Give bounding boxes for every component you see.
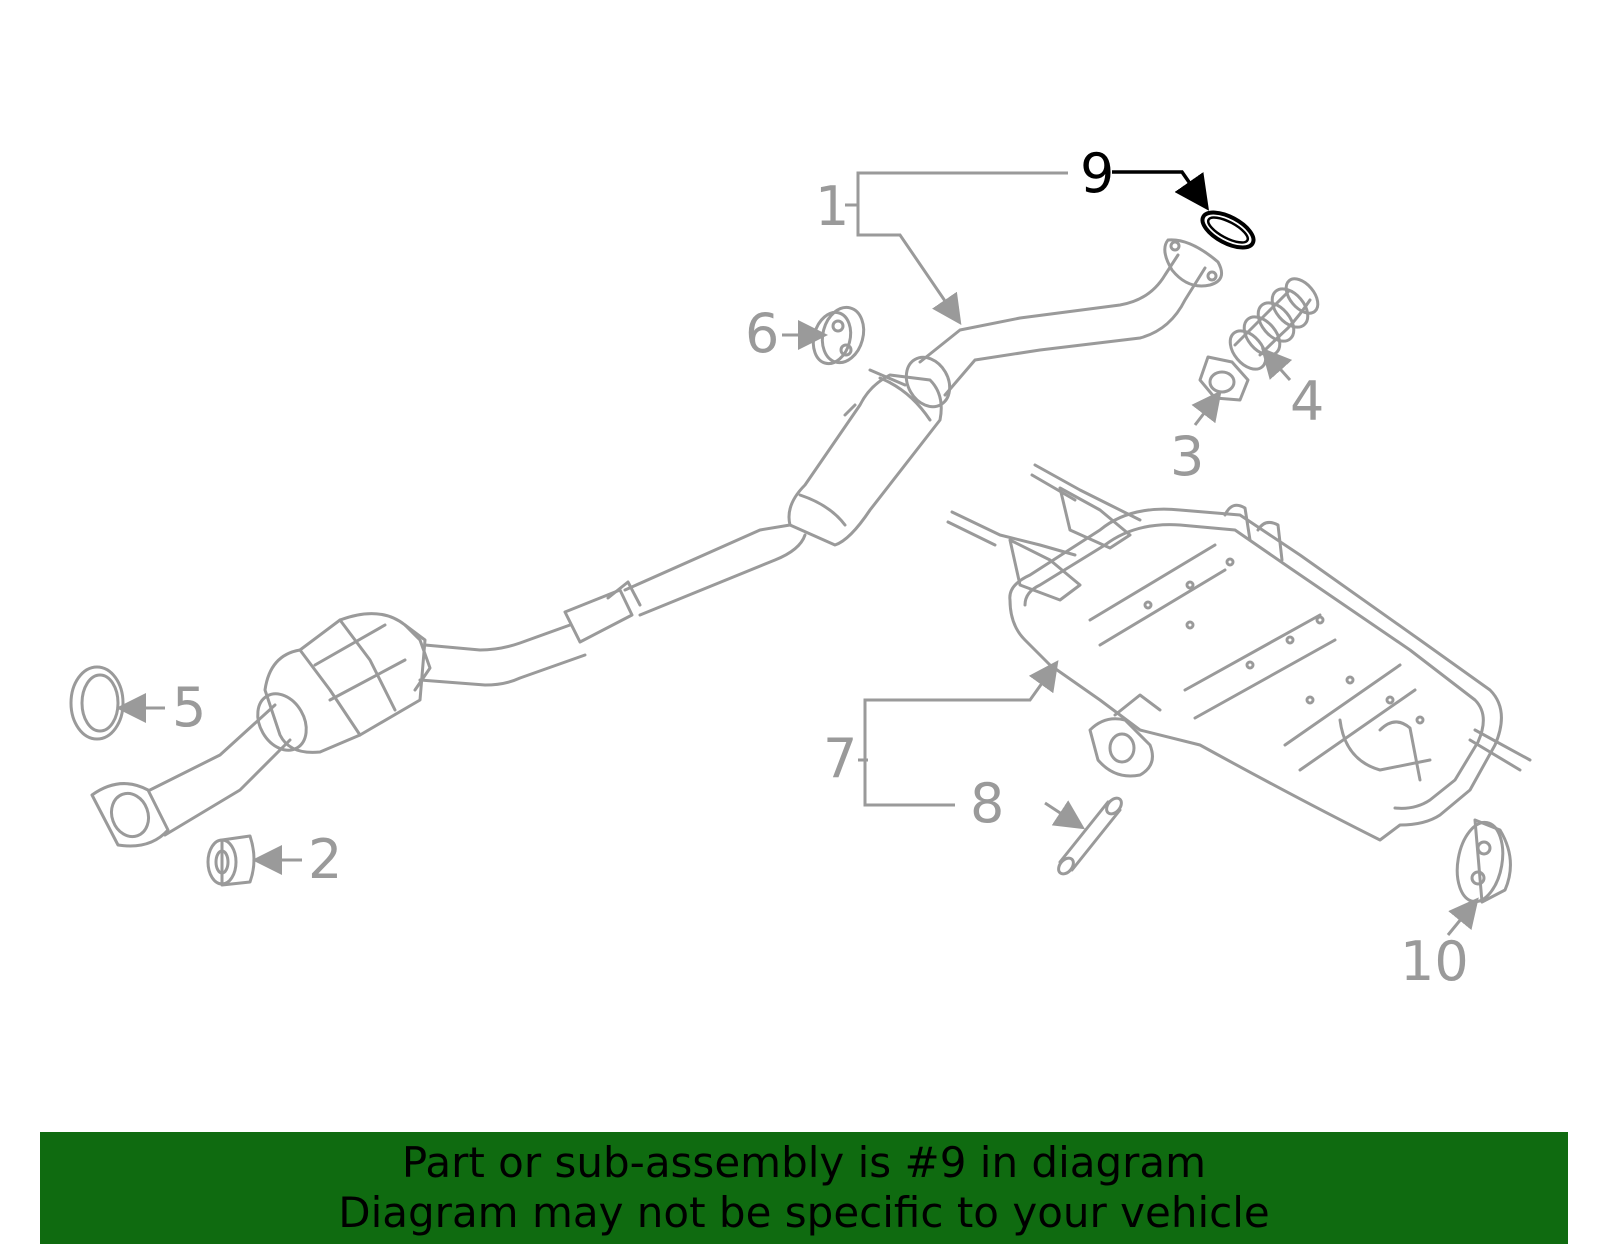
part-8-stud: [1057, 796, 1123, 876]
banner-line-disclaimer: Diagram may not be specific to your vehi…: [338, 1188, 1270, 1237]
rear-flange: [1163, 238, 1224, 288]
part-2-nut: [206, 834, 256, 887]
leader-lines: [116, 170, 1479, 936]
front-flange: [90, 782, 170, 848]
banner-line-part: Part or sub-assembly is #9 in diagram: [401, 1138, 1207, 1187]
part-5-gasket: [69, 665, 125, 741]
part-9-gasket: [1200, 210, 1256, 250]
callout-5: 5: [172, 676, 206, 739]
part-10-hanger: [1455, 818, 1512, 904]
callout-4: 4: [1290, 370, 1324, 433]
resonator: [787, 373, 943, 547]
catalytic-converter: [263, 612, 427, 754]
part-7-muffler: [946, 463, 1532, 842]
callout-2: 2: [308, 828, 342, 891]
callout-8: 8: [970, 772, 1004, 835]
callout-10: 10: [1400, 930, 1469, 993]
callout-1: 1: [815, 175, 849, 238]
callout-9: 9: [1080, 142, 1114, 205]
part-3-flange-nut: [1198, 355, 1250, 402]
exhaust-pipe-assembly: [90, 238, 1224, 848]
callout-3: 3: [1170, 425, 1204, 488]
callout-7: 7: [823, 727, 857, 790]
info-banner: Part or sub-assembly is #9 in diagram Di…: [40, 1132, 1568, 1244]
callout-6: 6: [745, 302, 779, 365]
